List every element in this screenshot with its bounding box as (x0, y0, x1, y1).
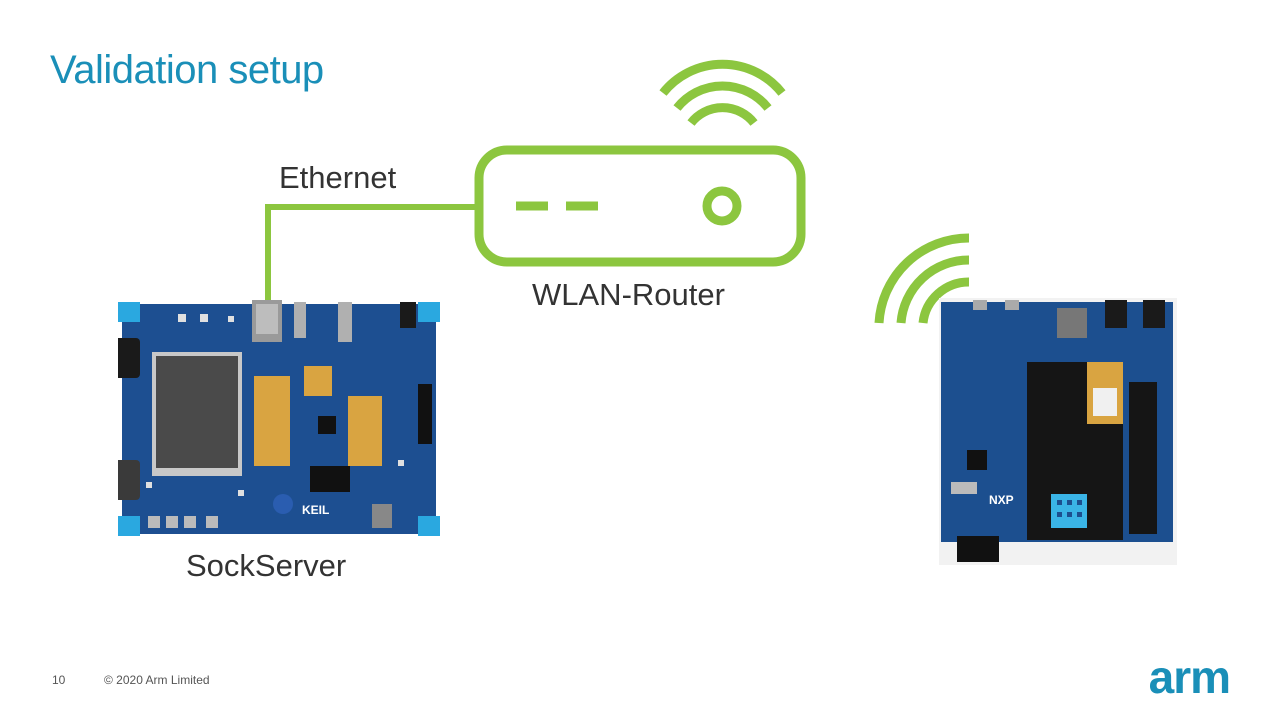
ethernet-cable (265, 204, 477, 302)
sockserver-board-image: KEIL (118, 300, 440, 538)
nxp-brand-text: NXP (989, 493, 1014, 507)
page-number: 10 (52, 673, 66, 687)
router-icon (474, 145, 806, 267)
arm-logo: arm (1148, 651, 1231, 703)
copyright-text: © 2020 Arm Limited (104, 673, 210, 687)
keil-brand-text: KEIL (302, 503, 329, 517)
sockserver-label: SockServer (186, 548, 347, 583)
router-wifi-icon (659, 59, 786, 126)
ethernet-label: Ethernet (279, 160, 397, 195)
client-board-image: NXP (939, 298, 1177, 565)
router-label: WLAN-Router (532, 277, 725, 312)
client-wifi-icon (874, 233, 970, 324)
slide-title: Validation setup (50, 48, 324, 92)
